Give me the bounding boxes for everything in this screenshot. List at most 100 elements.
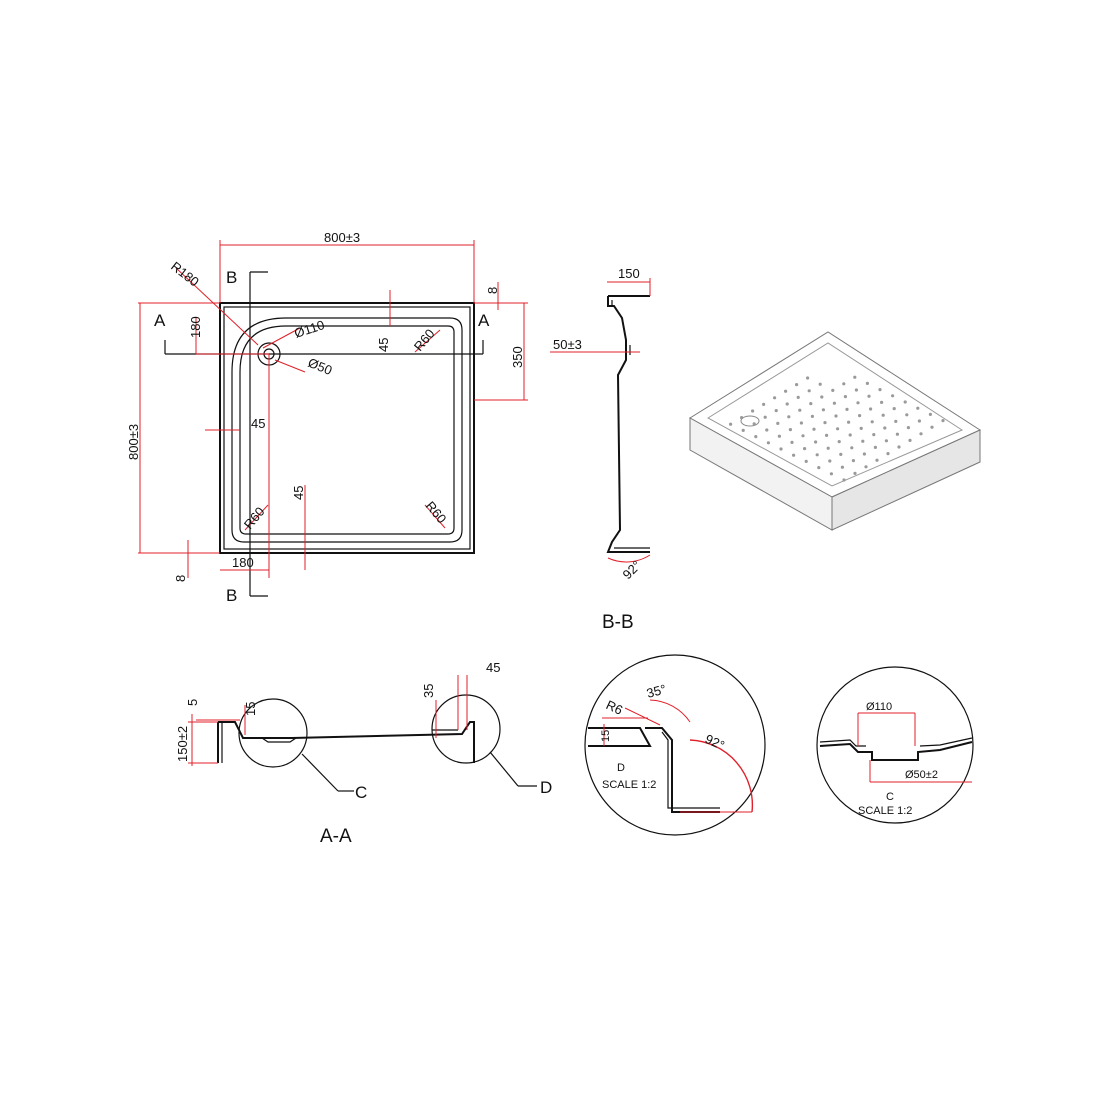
anti-slip-dot	[878, 388, 882, 392]
anti-slip-dot	[792, 453, 796, 457]
anti-slip-dot	[832, 401, 837, 405]
anti-slip-dot	[886, 452, 890, 456]
tray-3d-rim	[707, 342, 964, 487]
anti-slip-dot	[762, 402, 766, 406]
plan-inner-radius-br: R60	[423, 498, 450, 526]
section-b-bottom: B	[226, 586, 237, 605]
anti-slip-dot	[854, 388, 859, 392]
aa-callout-c: C	[355, 783, 367, 802]
anti-slip-dot	[798, 408, 802, 412]
plan-drain-offset-x: 180	[232, 555, 254, 570]
anti-slip-dot	[784, 389, 788, 393]
detail-c-outer: Ø110	[866, 701, 892, 713]
anti-slip-dot	[779, 447, 783, 451]
anti-slip-dot	[867, 394, 871, 398]
section-bb: 150 50±3 92° B-B	[550, 266, 651, 633]
plan-rim-top: 45	[376, 338, 391, 352]
anti-slip-dot	[850, 446, 854, 450]
anti-slip-dot	[905, 413, 909, 417]
anti-slip-dot	[884, 439, 889, 443]
anti-slip-dot	[831, 388, 835, 392]
anti-slip-dot	[861, 439, 865, 443]
anti-slip-dot	[873, 445, 878, 449]
anti-slip-dot	[928, 412, 933, 416]
tray-3d-front-right	[831, 429, 981, 531]
anti-slip-dot	[859, 426, 863, 430]
anti-slip-dot	[806, 376, 810, 380]
anti-slip-dot	[864, 465, 868, 469]
plan-inner-radius-bl: R60	[241, 504, 268, 532]
inner-rim	[231, 317, 463, 543]
anti-slip-dot	[810, 414, 815, 418]
tray-outline	[219, 302, 475, 554]
plan-flange-dim-bottom: 8	[173, 575, 188, 582]
anti-slip-dot	[840, 465, 845, 469]
detail-c-name: C	[886, 791, 894, 803]
anti-slip-dot	[796, 395, 800, 399]
anti-slip-dot	[785, 402, 789, 406]
aa-rim-height: 35	[421, 684, 436, 698]
anti-slip-dot	[906, 426, 911, 430]
plan-view: 800±3 800±3 8 8 R180 Ø110 Ø50 180 180 45…	[126, 230, 528, 605]
anti-slip-dot	[751, 409, 755, 413]
bb-title: B-B	[602, 612, 634, 633]
section-b-top: B	[226, 268, 237, 287]
anti-slip-dot	[795, 383, 799, 387]
anti-slip-dot	[741, 428, 745, 432]
anti-slip-dot	[883, 426, 887, 430]
detail-d-radius: R6	[604, 697, 625, 718]
tray-3d-anti-slip-dots	[729, 375, 945, 482]
anti-slip-dot	[892, 407, 896, 411]
anti-slip-dot	[804, 459, 808, 463]
anti-slip-dot	[787, 415, 791, 419]
anti-slip-dot	[842, 478, 846, 482]
anti-slip-dot	[809, 402, 813, 406]
bb-top-dim: 150	[618, 266, 640, 281]
plan-rim-bottom: 45	[291, 486, 306, 500]
anti-slip-dot	[818, 382, 822, 386]
bb-height-dim: 50±3	[553, 337, 582, 352]
anti-slip-dot	[891, 394, 895, 398]
anti-slip-dot	[881, 413, 885, 417]
anti-slip-dot	[870, 420, 874, 424]
detail-d-depth: 15	[600, 730, 612, 742]
anti-slip-dot	[773, 396, 777, 400]
anti-slip-dot	[836, 427, 840, 431]
anti-slip-dot	[837, 440, 841, 444]
plan-corner-radius: R180	[168, 259, 202, 290]
plan-rim-left: 45	[251, 416, 265, 431]
plan-width-dim: 800±3	[324, 230, 360, 245]
anti-slip-dot	[941, 419, 945, 423]
callout-c-circle	[238, 698, 308, 768]
anti-slip-dot	[894, 419, 898, 423]
anti-slip-dot	[872, 433, 876, 437]
anti-slip-dot	[862, 452, 867, 456]
anti-slip-dot	[908, 438, 912, 442]
anti-slip-dot	[897, 445, 901, 449]
anti-slip-dot	[845, 407, 849, 411]
anti-slip-dot	[880, 400, 884, 404]
anti-slip-dot	[814, 440, 818, 444]
anti-slip-dot	[858, 414, 862, 418]
section-a-right: A	[478, 311, 490, 330]
plan-drain-outer: Ø110	[292, 317, 326, 341]
anti-slip-dot	[788, 428, 793, 432]
anti-slip-dot	[754, 435, 758, 439]
tray-3d-view	[689, 331, 982, 531]
inner-floor	[239, 325, 455, 535]
anti-slip-dot	[729, 422, 733, 426]
aa-slope-dim: 15	[243, 702, 258, 716]
anti-slip-dot	[919, 432, 923, 436]
section-a-left: A	[154, 311, 166, 330]
plan-drain-inner: Ø50	[306, 355, 334, 378]
detail-d-circle	[584, 654, 766, 836]
anti-slip-dot	[903, 400, 907, 404]
anti-slip-dot	[765, 428, 769, 432]
anti-slip-dot	[740, 416, 744, 420]
detail-d-name: D	[617, 762, 625, 774]
detail-c-scale: SCALE 1:2	[858, 805, 912, 817]
anti-slip-dot	[930, 425, 934, 429]
anti-slip-dot	[817, 466, 821, 470]
aa-depth-dim: 150±2	[175, 726, 190, 762]
